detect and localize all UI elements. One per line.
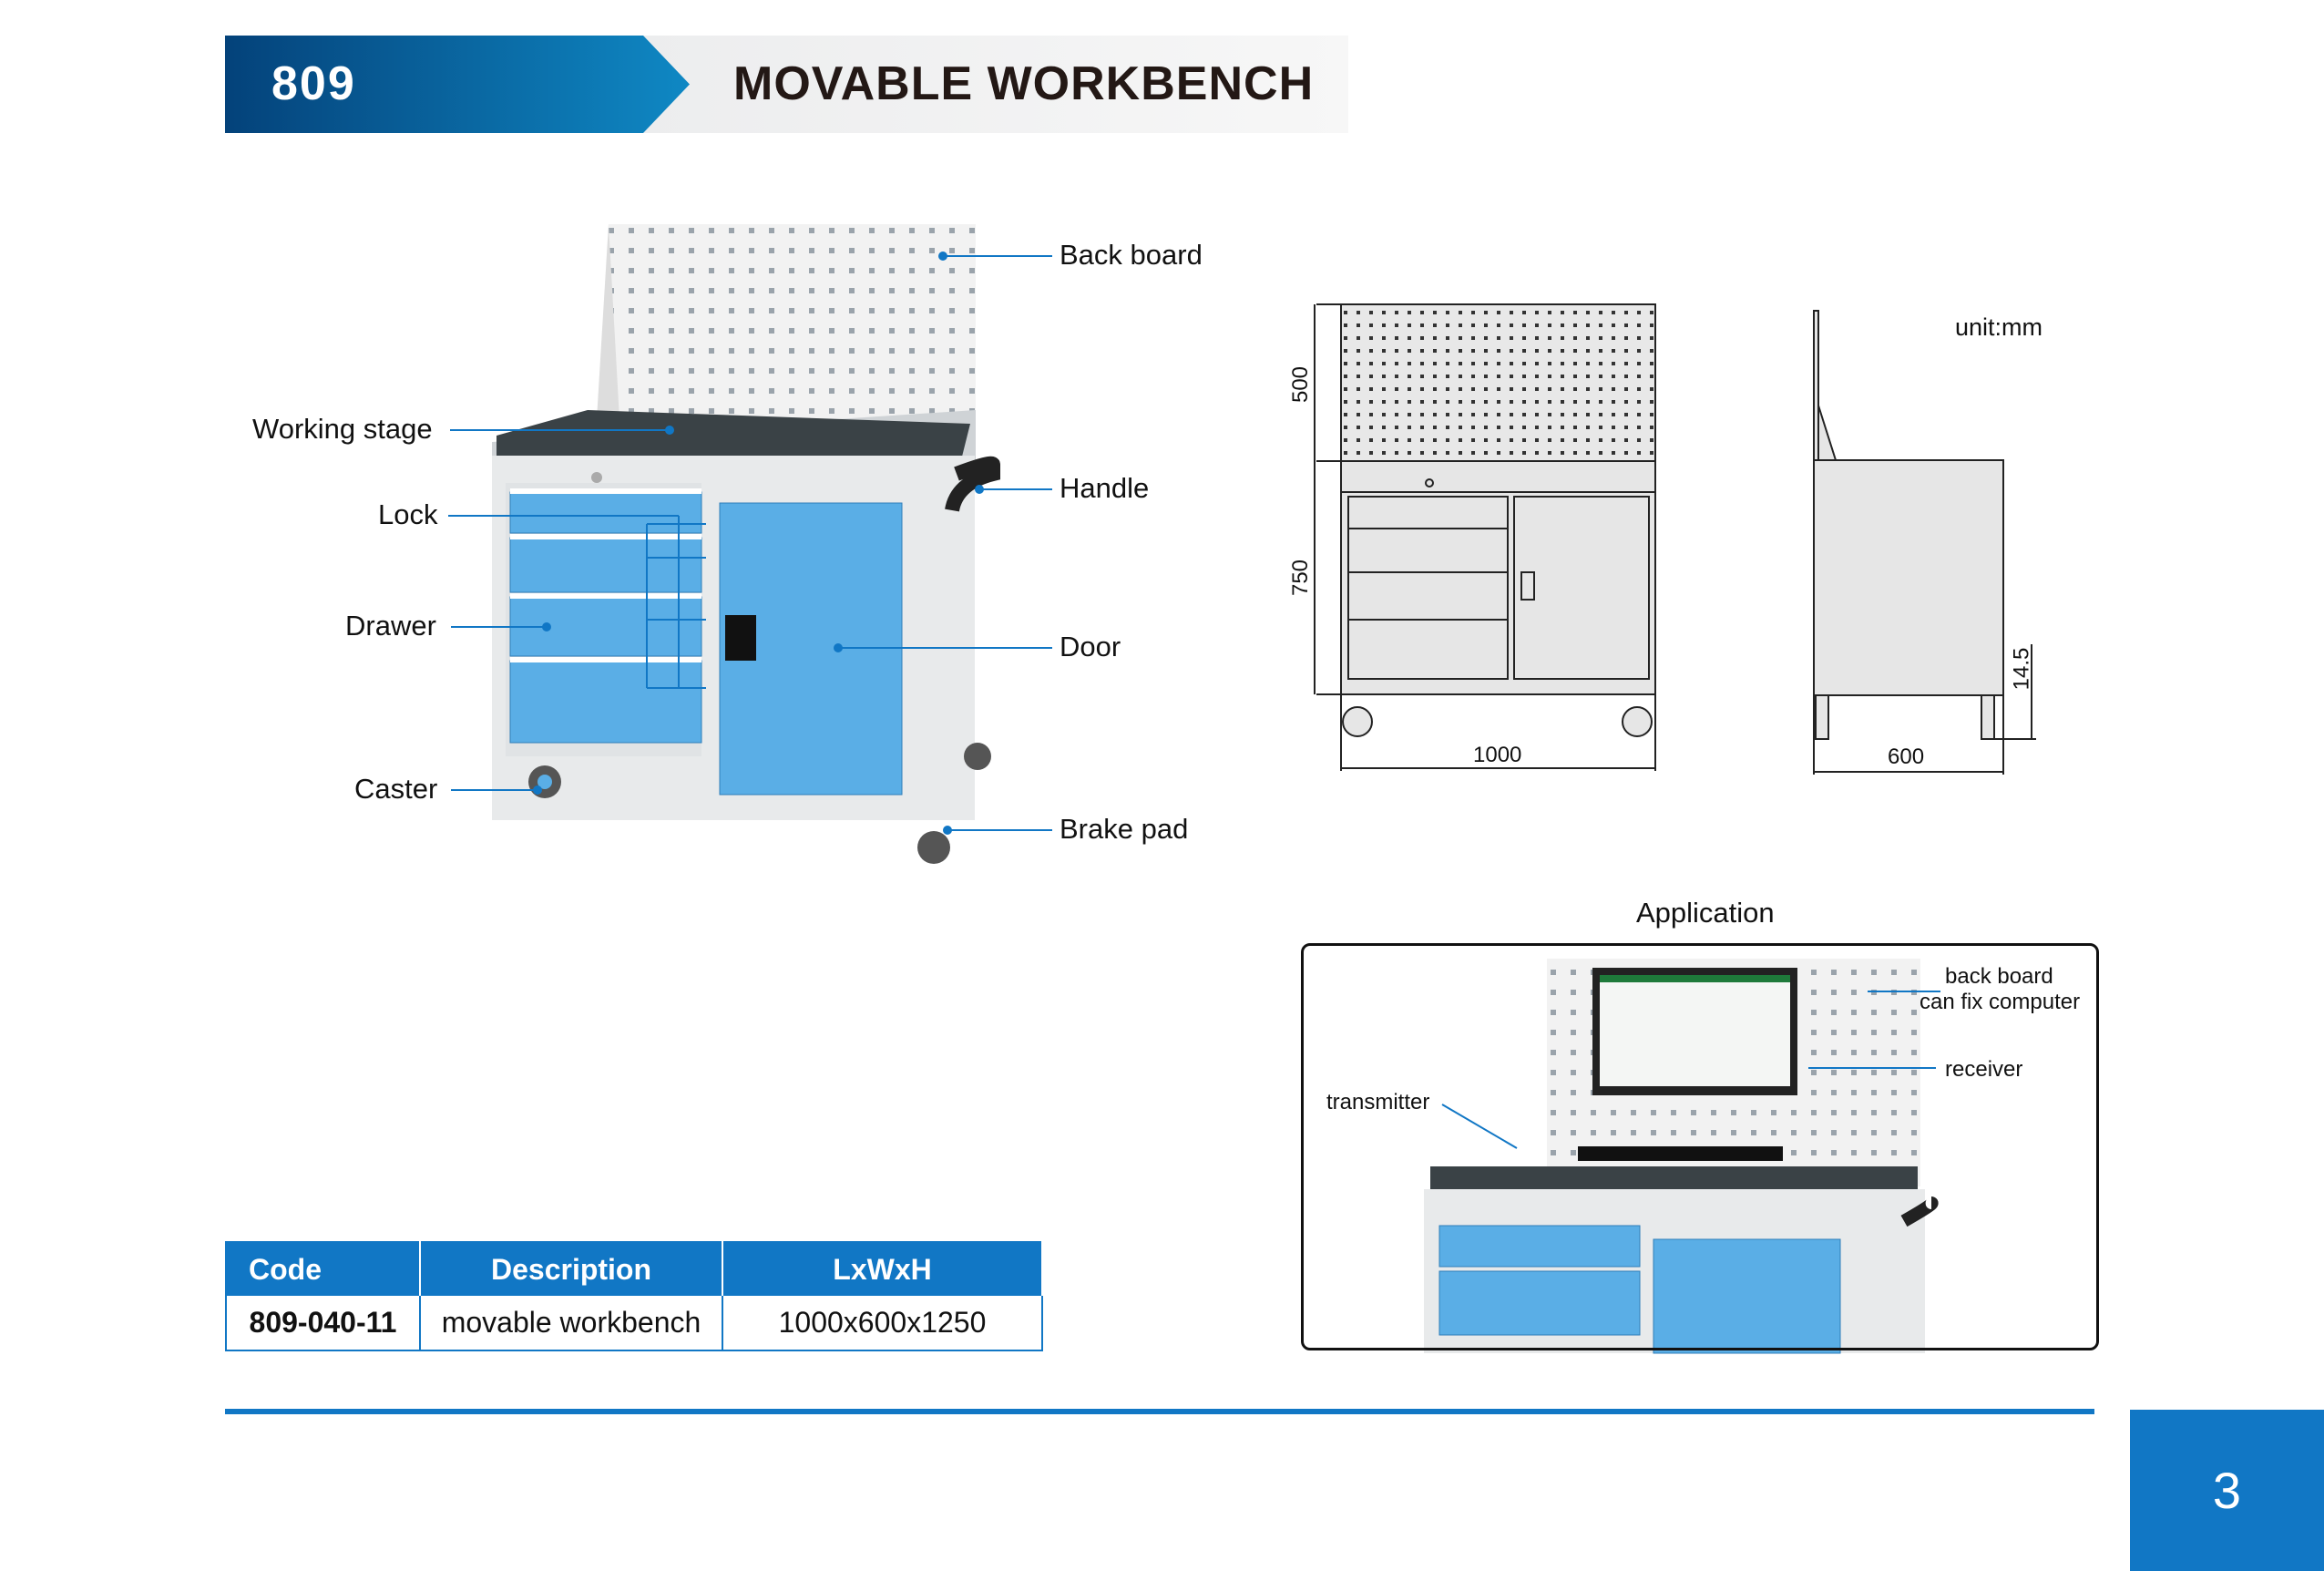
- workbench-photo: [492, 224, 1000, 864]
- dim-width: 1000: [1473, 743, 1522, 767]
- dim-board-height: 500: [1288, 365, 1314, 404]
- page-number: 3: [2130, 1410, 2324, 1571]
- table-header-row: Code Description LxWxH: [226, 1242, 1043, 1296]
- callout-lines: [448, 252, 1052, 835]
- dim-body-height: 750: [1288, 559, 1314, 597]
- header-code: Code: [226, 1242, 421, 1296]
- app-label-fix-computer: can fix computer: [1920, 990, 2081, 1014]
- dim-depth: 600: [1888, 744, 1925, 769]
- cell-dimensions: 1000x600x1250: [722, 1296, 1043, 1350]
- table-row: 809-040-11 movable workbench 1000x600x12…: [226, 1296, 1043, 1350]
- unit-label: unit:mm: [1955, 313, 2043, 341]
- header-number-tab: [225, 36, 690, 133]
- footer-divider: [225, 1409, 2094, 1414]
- callout-handle: Handle: [1060, 472, 1150, 504]
- application-frame: [1301, 943, 2099, 1350]
- section-number: 809: [271, 57, 356, 110]
- dim-caster: 14.5: [2009, 647, 2034, 691]
- app-label-transmitter: transmitter: [1326, 1090, 1430, 1114]
- page-title: MOVABLE WORKBENCH: [733, 57, 1315, 110]
- application-title: Application: [1636, 897, 1775, 929]
- callout-lock: Lock: [378, 498, 438, 530]
- callout-brake-pad: Brake pad: [1060, 813, 1189, 845]
- callout-drawer: Drawer: [345, 610, 436, 642]
- app-label-receiver: receiver: [1945, 1057, 2023, 1082]
- application-photo: [1424, 959, 1940, 1354]
- callout-caster: Caster: [354, 773, 438, 805]
- cell-code: 809-040-11: [226, 1296, 421, 1350]
- spec-table: Code Description LxWxH 809-040-11 movabl…: [225, 1241, 1043, 1351]
- header-dimensions: LxWxH: [722, 1242, 1043, 1296]
- header-description: Description: [420, 1242, 723, 1296]
- app-label-back-board: back board: [1945, 964, 2053, 989]
- side-view-drawing: [1813, 310, 2036, 775]
- cell-description: movable workbench: [420, 1296, 723, 1350]
- callout-back-board: Back board: [1060, 239, 1203, 271]
- callout-working-stage: Working stage: [252, 413, 433, 445]
- front-view-drawing: [1314, 303, 1656, 771]
- callout-door: Door: [1060, 631, 1121, 662]
